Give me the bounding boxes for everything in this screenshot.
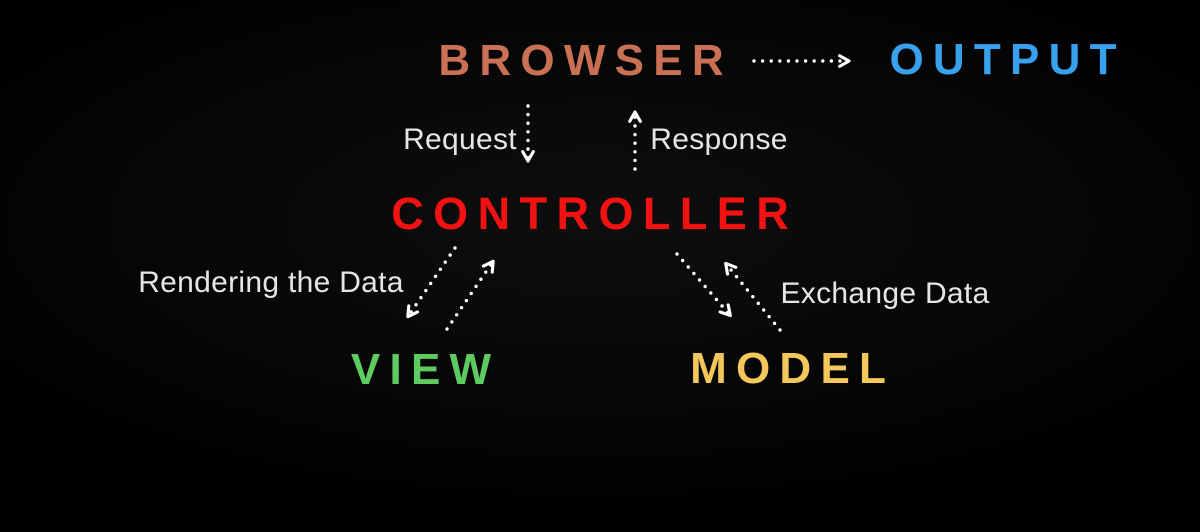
- arrow-controller-to-model-icon: [675, 252, 732, 318]
- arrow-controller-to-view-icon: [406, 246, 457, 319]
- node-view: VIEW: [350, 345, 501, 394]
- edge-label-exchange-data: Exchange Data: [780, 277, 990, 310]
- arrow-model-to-controller-icon: [724, 261, 782, 332]
- edge-label-rendering-the-data: Rendering the Data: [138, 266, 404, 299]
- node-controller: CONTROLLER: [391, 188, 799, 239]
- edge-label-response: Response: [650, 123, 788, 156]
- node-browser: BROWSER: [438, 36, 733, 85]
- edge-label-request: Request: [403, 123, 517, 156]
- arrow-view-to-controller-icon: [445, 259, 495, 331]
- node-output: OUTPUT: [889, 35, 1126, 84]
- node-model: MODEL: [690, 344, 896, 393]
